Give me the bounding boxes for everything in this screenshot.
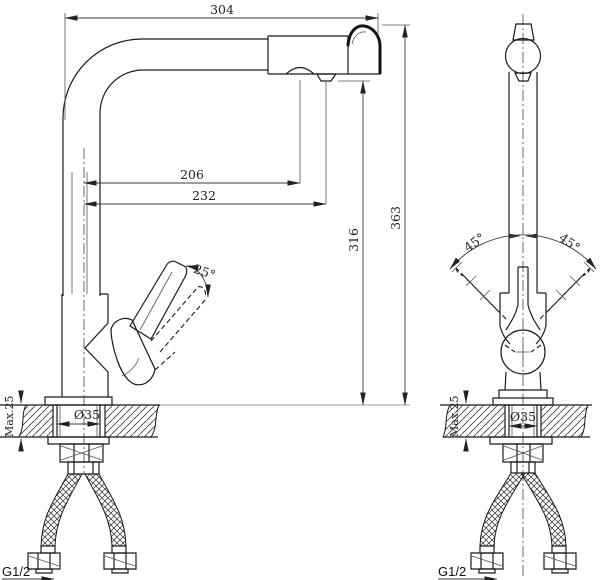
side-hoses: G1/2 [2,473,137,580]
handle-angle-arc [185,265,211,298]
swing-arc [449,234,597,270]
outlet-2-aerator [315,73,338,82]
dim-hole-diameter: Ø35 [510,409,536,424]
front-faucet [492,23,554,406]
faucet-body: 25° [44,260,218,406]
hose-fitting-left [27,552,61,570]
dim-handle-angle: 25° [192,261,218,283]
handle-base [110,317,156,386]
outlet-1 [285,66,315,75]
counter-hatch-right [540,404,589,438]
hose-fitting-left [470,552,504,570]
handle-ball [500,329,546,375]
dim-swing-right: 45° [556,230,583,255]
spray-head-cap [346,24,382,75]
dim-hole-diameter: Ø35 [74,407,100,422]
dim-swing-left: 45° [461,230,488,255]
handle-lever-rotated [150,286,207,371]
dim-counter-thickness: Max.25 [448,395,461,437]
mounting-nut [502,443,544,463]
spout-tip [512,23,535,41]
washer [489,436,553,445]
braided-hose-left [479,472,526,547]
braided-hose-left [40,473,83,547]
front-mounting: Max.25 Ø35 [440,390,592,474]
dim-outlet1-reach: 206 [180,167,204,182]
side-dimensions: 304 363 316 206 232 [64,2,410,406]
dim-outlet2-reach: 232 [192,188,216,203]
lever-position-left [455,267,507,320]
lever-position-right [539,267,591,320]
dim-thread-size: G1/2 [438,564,466,579]
braided-hose-right [520,472,567,547]
handle-lever [129,260,188,340]
dim-counter-thickness: Max.25 [3,395,16,437]
counter-hatch-right [104,404,160,438]
hose-adapter [67,461,100,475]
dim-thread-size: G1/2 [2,564,30,579]
counter-hatch-left [18,404,54,438]
dim-total-width: 304 [210,2,234,17]
hose-fitting-right [543,552,577,570]
side-view: 25° Max.25 Ø35 [0,2,410,580]
braided-hose-right [84,473,127,547]
washer [47,436,110,445]
dim-outlet-height: 316 [346,228,361,252]
front-hoses: G1/2 [438,472,577,580]
front-view: 45° 45° Max.25 Ø35 [438,14,597,580]
base-flange [44,396,113,406]
hose-fitting-right [103,552,137,570]
mounting-nut [59,443,104,463]
dim-total-height: 363 [388,206,403,230]
side-mounting: Max.25 Ø35 [0,390,160,475]
spout [62,24,382,296]
